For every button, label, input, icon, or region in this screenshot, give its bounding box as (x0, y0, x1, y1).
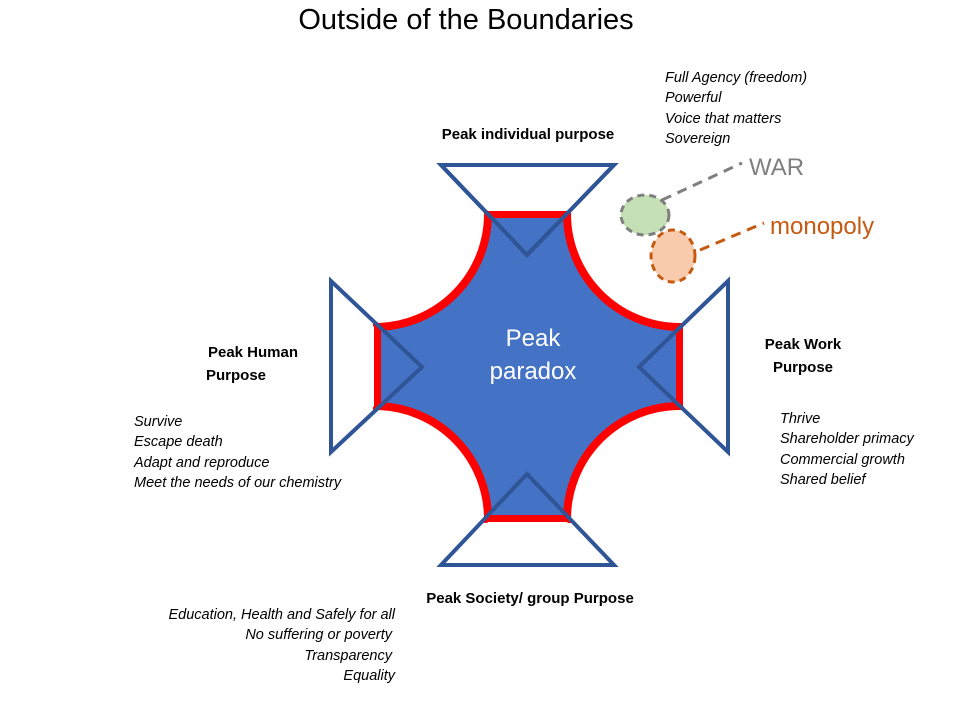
peak-work-label-line1: Peak Work (765, 336, 842, 353)
peak-paradox-shape (373, 210, 684, 523)
monopoly-label: monopoly (770, 213, 874, 240)
war-connector-line (661, 161, 743, 202)
peak-work-label-line2: Purpose (773, 359, 833, 376)
society-peak-triangle (436, 471, 619, 567)
work-list-item: Shareholder primacy (780, 431, 915, 447)
human-list-item: Survive (134, 414, 182, 430)
center-label-line1: Peak (506, 325, 562, 352)
human-list-item: Escape death (134, 434, 223, 450)
human-list-item: Adapt and reproduce (133, 455, 269, 471)
society-list-item: No suffering or poverty (245, 627, 392, 643)
peak-society-label: Peak Society/ group Purpose (426, 590, 634, 607)
individual-peak-triangle-outline (436, 163, 619, 258)
society-list-item: Equality (343, 668, 395, 684)
center-label-line2: paradox (490, 358, 577, 385)
peak-human-label-line1: Peak Human (208, 344, 298, 361)
society-list-item: Transparency (304, 648, 392, 664)
work-list-item: Commercial growth (780, 452, 905, 468)
diagram-title: Outside of the Boundaries (298, 4, 633, 36)
human-peak-triangle-gap (334, 287, 374, 447)
individual-list-item: Sovereign (665, 131, 730, 147)
society-peak-triangle-gap (447, 522, 608, 562)
human-list-item: Meet the needs of our chemistry (134, 475, 342, 491)
peak-human-label-line2: Purpose (206, 367, 266, 384)
individual-list-item: Powerful (665, 90, 722, 106)
individual-peak-triangle-gap (447, 168, 608, 211)
war-ellipse (619, 193, 671, 237)
society-list-item: Education, Health and Safely for all (169, 607, 396, 623)
monopoly-connector-line (699, 221, 765, 252)
war-label: WAR (749, 154, 804, 181)
work-peak-triangle-gap (683, 287, 725, 447)
work-list-item: Thrive (780, 411, 820, 427)
work-list-item: Shared belief (780, 472, 867, 488)
individual-list-item: Voice that matters (665, 111, 781, 127)
peak-individual-label: Peak individual purpose (442, 126, 615, 143)
individual-list-item: Full Agency (freedom) (665, 70, 807, 86)
monopoly-ellipse (649, 228, 697, 284)
work-peak-triangle (636, 276, 730, 457)
human-peak-triangle (329, 276, 425, 457)
